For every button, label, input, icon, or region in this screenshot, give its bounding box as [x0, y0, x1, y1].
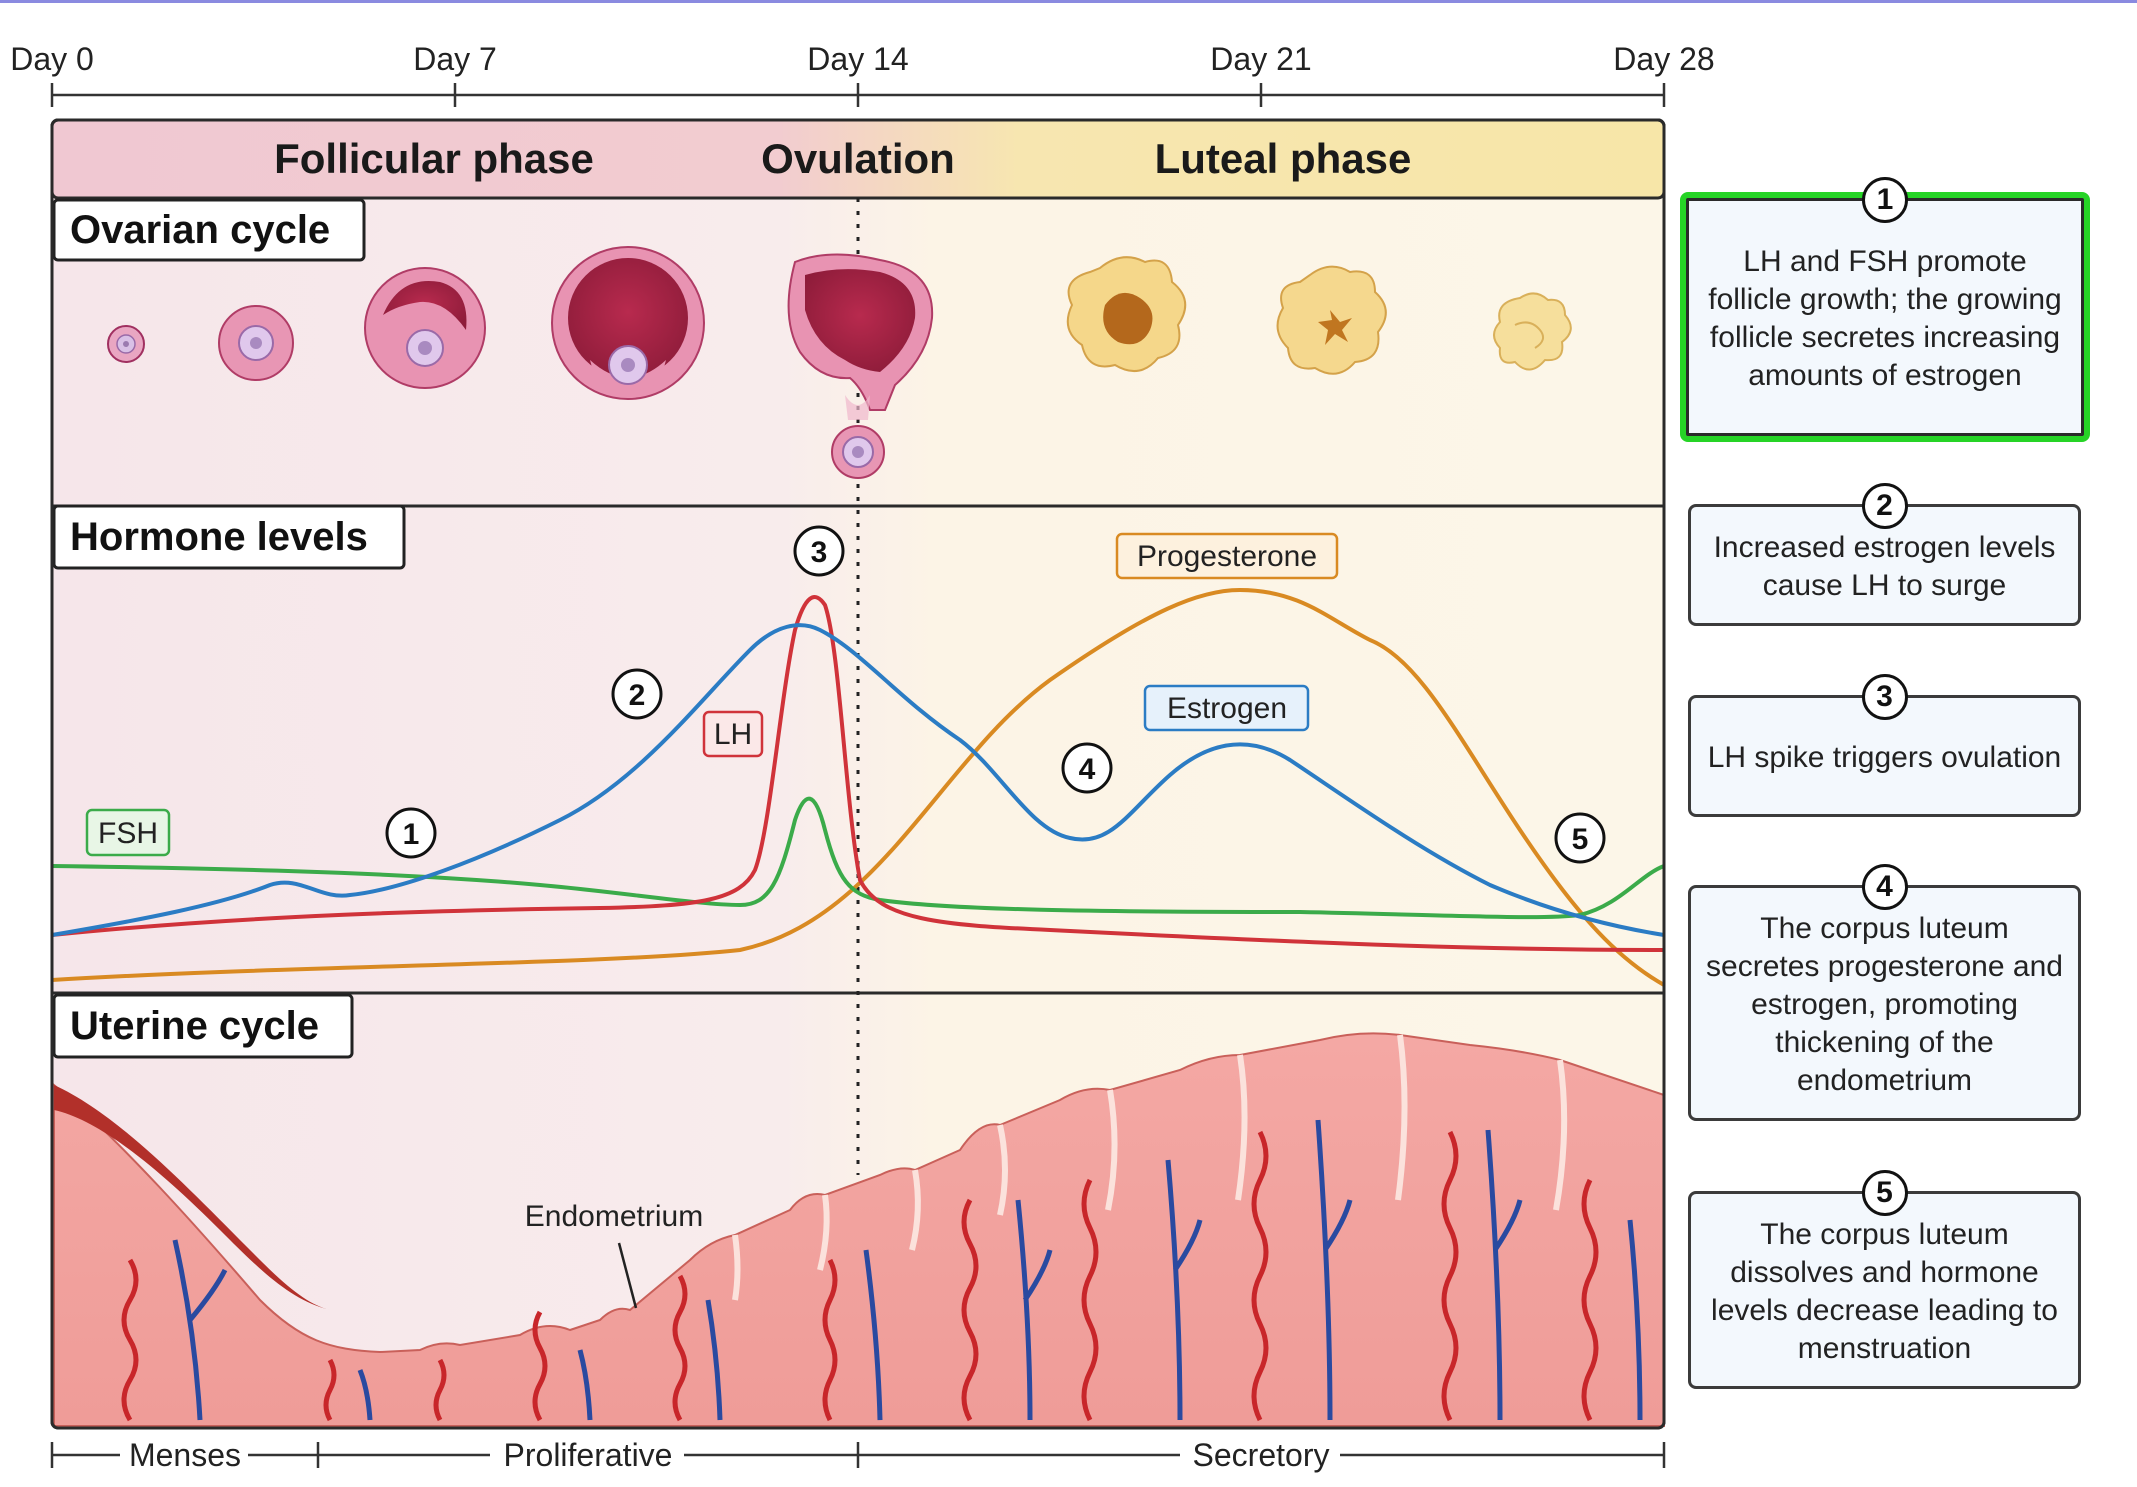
marker-3: 3: [793, 525, 845, 577]
callout-5-text: The corpus luteum dissolves and hormone …: [1711, 1218, 2058, 1365]
svg-text:LH: LH: [714, 718, 752, 751]
svg-text:Progesterone: Progesterone: [1137, 540, 1317, 573]
callout-2: 2 Increased estrogen levels cause LH to …: [1688, 483, 2081, 626]
marker-4: 4: [1061, 742, 1113, 794]
ovarian-cycle-section: Ovarian cycle: [52, 198, 1572, 479]
callout-3-text: LH spike triggers ovulation: [1707, 741, 2062, 774]
callout-4-text: The corpus luteum secretes progesterone …: [1706, 912, 2063, 1097]
callout-1-badge: 1: [1862, 177, 1908, 223]
ovulation-label: Ovulation: [761, 135, 955, 182]
main-panel-border: [50, 118, 1666, 1430]
estrogen-curve: [51, 623, 1665, 937]
ovarian-cycle-title: Ovarian cycle: [70, 208, 330, 252]
svg-text:FSH: FSH: [98, 817, 158, 850]
corpus-albicans: [1493, 292, 1572, 371]
callout-2-text: Increased estrogen levels cause LH to su…: [1713, 531, 2056, 602]
spiral-arteries: [121, 1130, 1599, 1422]
svg-text:3: 3: [811, 536, 828, 569]
uterine-veins: [172, 1119, 1643, 1421]
uterine-title-box: [52, 993, 354, 1059]
callout-1: 1 LH and FSH promote follicle growth; th…: [1680, 177, 2090, 442]
day-14-label: Day 14: [807, 41, 908, 77]
callout-3: 3 LH spike triggers ovulation: [1688, 674, 2081, 817]
gland-clefts: [732, 1034, 1568, 1301]
callout-3-badge: 3: [1861, 674, 1908, 720]
lh-tag: LH: [702, 710, 764, 758]
primary-follicle: [218, 305, 294, 381]
luteal-phase-label: Luteal phase: [1155, 135, 1412, 182]
hormone-levels-title: Hormone levels: [70, 515, 368, 559]
callout-4: 4 The corpus luteum secretes progesteron…: [1688, 864, 2081, 1121]
callout-4-badge: 4: [1861, 864, 1908, 910]
endometrium-pointer: [617, 1242, 638, 1309]
primordial-follicle: [107, 325, 145, 363]
svg-text:5: 5: [1572, 823, 1589, 856]
day-7-label: Day 7: [413, 41, 497, 77]
fsh-tag: FSH: [85, 808, 171, 857]
hormone-title-box: [52, 504, 406, 570]
endometrium-label: Endometrium: [525, 1200, 703, 1233]
corpus-luteum-early: [1066, 256, 1187, 373]
corpus-luteum-mid: [1276, 265, 1387, 375]
marker-5: 5: [1554, 812, 1606, 864]
uterine-cycle-section: Endometrium Uterine cycle: [52, 993, 1665, 1427]
bottom-phase-timeline: Menses Proliferative Secretory: [50, 1437, 1666, 1473]
svg-text:1: 1: [403, 818, 420, 851]
proliferative-label: Proliferative: [504, 1437, 673, 1473]
uterine-cycle-title: Uterine cycle: [70, 1004, 319, 1048]
day-0-label: Day 0: [10, 41, 94, 77]
callout-5: 5 The corpus luteum dissolves and hormon…: [1688, 1170, 2081, 1389]
shedding-layer: [54, 1085, 330, 1310]
lh-curve: [51, 595, 1665, 952]
top-rule: [0, 0, 2137, 3]
estrogen-tag: Estrogen: [1143, 684, 1310, 732]
svg-text:2: 2: [629, 679, 646, 712]
callout-2-badge: 2: [1861, 483, 1908, 529]
marker-2: 2: [611, 668, 663, 720]
ruptured-follicle: [787, 253, 934, 479]
secretory-label: Secretory: [1193, 1437, 1330, 1473]
callout-1-text: LH and FSH promote follicle growth; the …: [1708, 245, 2062, 392]
ovarian-title-box: [52, 198, 366, 262]
secondary-follicle: [364, 267, 486, 389]
day-timeline: Day 0 Day 7 Day 14 Day 21 Day 28: [10, 41, 1715, 107]
callout-5-badge: 5: [1861, 1170, 1908, 1216]
svg-text:4: 4: [1079, 753, 1096, 786]
svg-text:Estrogen: Estrogen: [1167, 692, 1287, 725]
fsh-curve: [51, 796, 1665, 920]
mature-follicle: [551, 246, 705, 400]
progesterone-tag: Progesterone: [1115, 532, 1339, 580]
progesterone-curve: [51, 587, 1665, 987]
follicular-phase-label: Follicular phase: [274, 135, 594, 182]
menses-label: Menses: [129, 1437, 241, 1473]
marker-1: 1: [385, 807, 437, 859]
hormone-levels-section: Hormone levels FSH LH Progesterone Estro…: [51, 504, 1665, 987]
day-21-label: Day 21: [1210, 41, 1311, 77]
phase-header: Follicular phase Ovulation Luteal phase: [50, 118, 1666, 200]
day-28-label: Day 28: [1613, 41, 1714, 77]
